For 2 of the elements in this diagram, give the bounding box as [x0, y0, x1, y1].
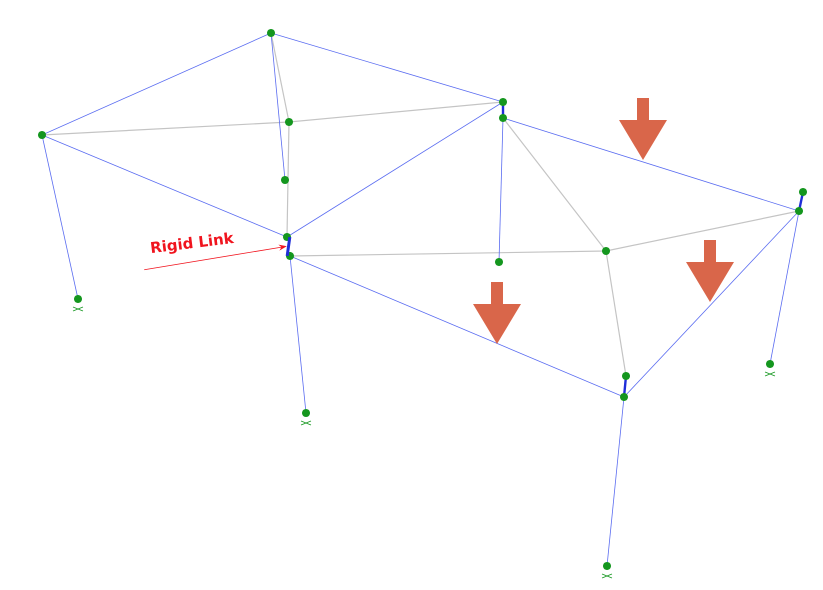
callout-label: Rigid Link: [150, 232, 234, 254]
rigid-link: [286, 236, 292, 256]
